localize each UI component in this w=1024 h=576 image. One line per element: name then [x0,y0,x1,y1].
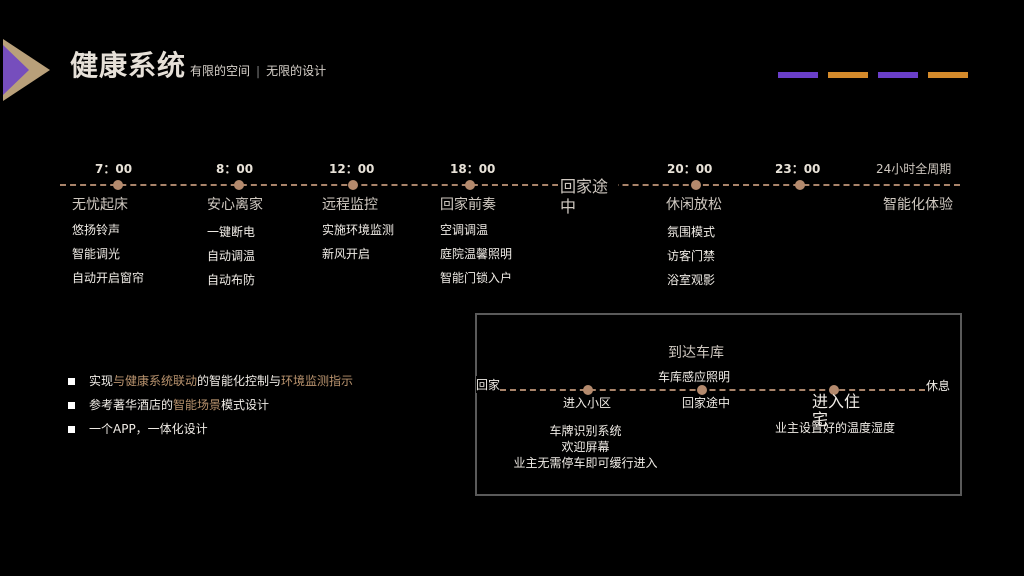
timeline-dot [113,180,123,190]
timeline-time: 18：00 [450,162,496,176]
timeline-dot [234,180,244,190]
timeline-label: 休闲放松 [666,197,722,213]
flow-node-label: 业主设置好的温度湿度 [775,421,896,435]
bullet-item: 参考著华酒店的智能场景模式设计 [68,396,269,413]
flow-title: 到达车库 [668,345,724,361]
timeline-dot [465,180,475,190]
list-item: 浴室观影 [667,273,716,287]
flow-dot [583,385,593,395]
bullet-item: 实现与健康系统联动的智能化控制与环境监测指示 [68,372,353,389]
flow-node-label-top: 车库感应照明 [658,370,731,384]
list-item: 车牌识别系统 [549,424,622,438]
flow-node-label: 回家途中 [682,396,731,410]
timeline-label: 无忧起床 [72,197,128,213]
list-item: 访客门禁 [667,249,716,263]
list-item: 空调调温 [440,223,489,237]
flow-dot [697,385,707,395]
timeline-label: 智能化体验 [883,197,953,213]
flow-node-label-top: 进入住宅 [812,392,861,429]
accent-bar-3 [878,72,918,78]
flow-start: 回家 [476,376,501,393]
accent-bar-1 [778,72,818,78]
timeline-dot [795,180,805,190]
list-item: 欢迎屏幕 [561,440,610,454]
subtitle-divider: | [256,64,261,78]
bullet-item: 一个APP，一体化设计 [68,420,208,437]
timeline-items: 悠扬铃声 智能调光 自动开启窗帘 [72,218,144,290]
logo-triangle-accent [3,45,29,95]
flow-line [500,389,925,391]
flow-dot [829,385,839,395]
list-item: 业主无需停车即可缓行进入 [513,456,658,470]
timeline-items: 一键断电 自动调温 自动布防 [207,220,255,292]
list-item: 智能门锁入户 [440,271,513,285]
timeline-time: 24小时全周期 [876,162,952,176]
bullet-square-icon [68,426,75,433]
bullet-square-icon [68,402,75,409]
list-item: 自动调温 [207,249,256,263]
timeline-items: 空调调温 庭院温馨照明 智能门锁入户 [440,218,512,290]
bullet-square-icon [68,378,75,385]
accent-bar-2 [828,72,868,78]
list-item: 一键断电 [207,225,256,239]
flow-details: 车牌识别系统 欢迎屏幕 业主无需停车即可缓行进入 [498,423,673,471]
list-item: 庭院温馨照明 [440,247,513,261]
list-item: 新风开启 [322,247,371,261]
list-item: 自动开启窗帘 [72,271,145,285]
timeline-time: 20：00 [667,162,713,176]
timeline-time: 23：00 [775,162,821,176]
timeline-items: 实施环境监测 新风开启 [322,218,394,266]
timeline-time: 8：00 [216,162,254,176]
timeline-dot [691,180,701,190]
timeline-line [60,184,960,186]
accent-bar-4 [928,72,968,78]
flow-node-label: 进入小区 [563,396,612,410]
timeline-time: 7：00 [95,162,133,176]
list-item: 悠扬铃声 [72,223,121,237]
timeline-label: 安心离家 [207,197,263,213]
timeline-items: 氛围模式 访客门禁 浴室观影 [667,220,715,292]
arrival-flow-box [475,313,962,496]
timeline-time: 12：00 [329,162,375,176]
timeline-label: 回家前奏 [440,197,496,213]
list-item: 智能调光 [72,247,121,261]
list-item: 实施环境监测 [322,223,395,237]
timeline-dot [348,180,358,190]
timeline-label-highlight: 回家途中 [558,177,618,217]
list-item: 氛围模式 [667,225,716,239]
page-subtitle: 有限的空间|无限的设计 [190,64,327,78]
flow-end: 休息 [926,377,951,394]
page-title: 健康系统 [70,49,187,82]
list-item: 自动布防 [207,273,256,287]
timeline-label: 远程监控 [322,197,378,213]
